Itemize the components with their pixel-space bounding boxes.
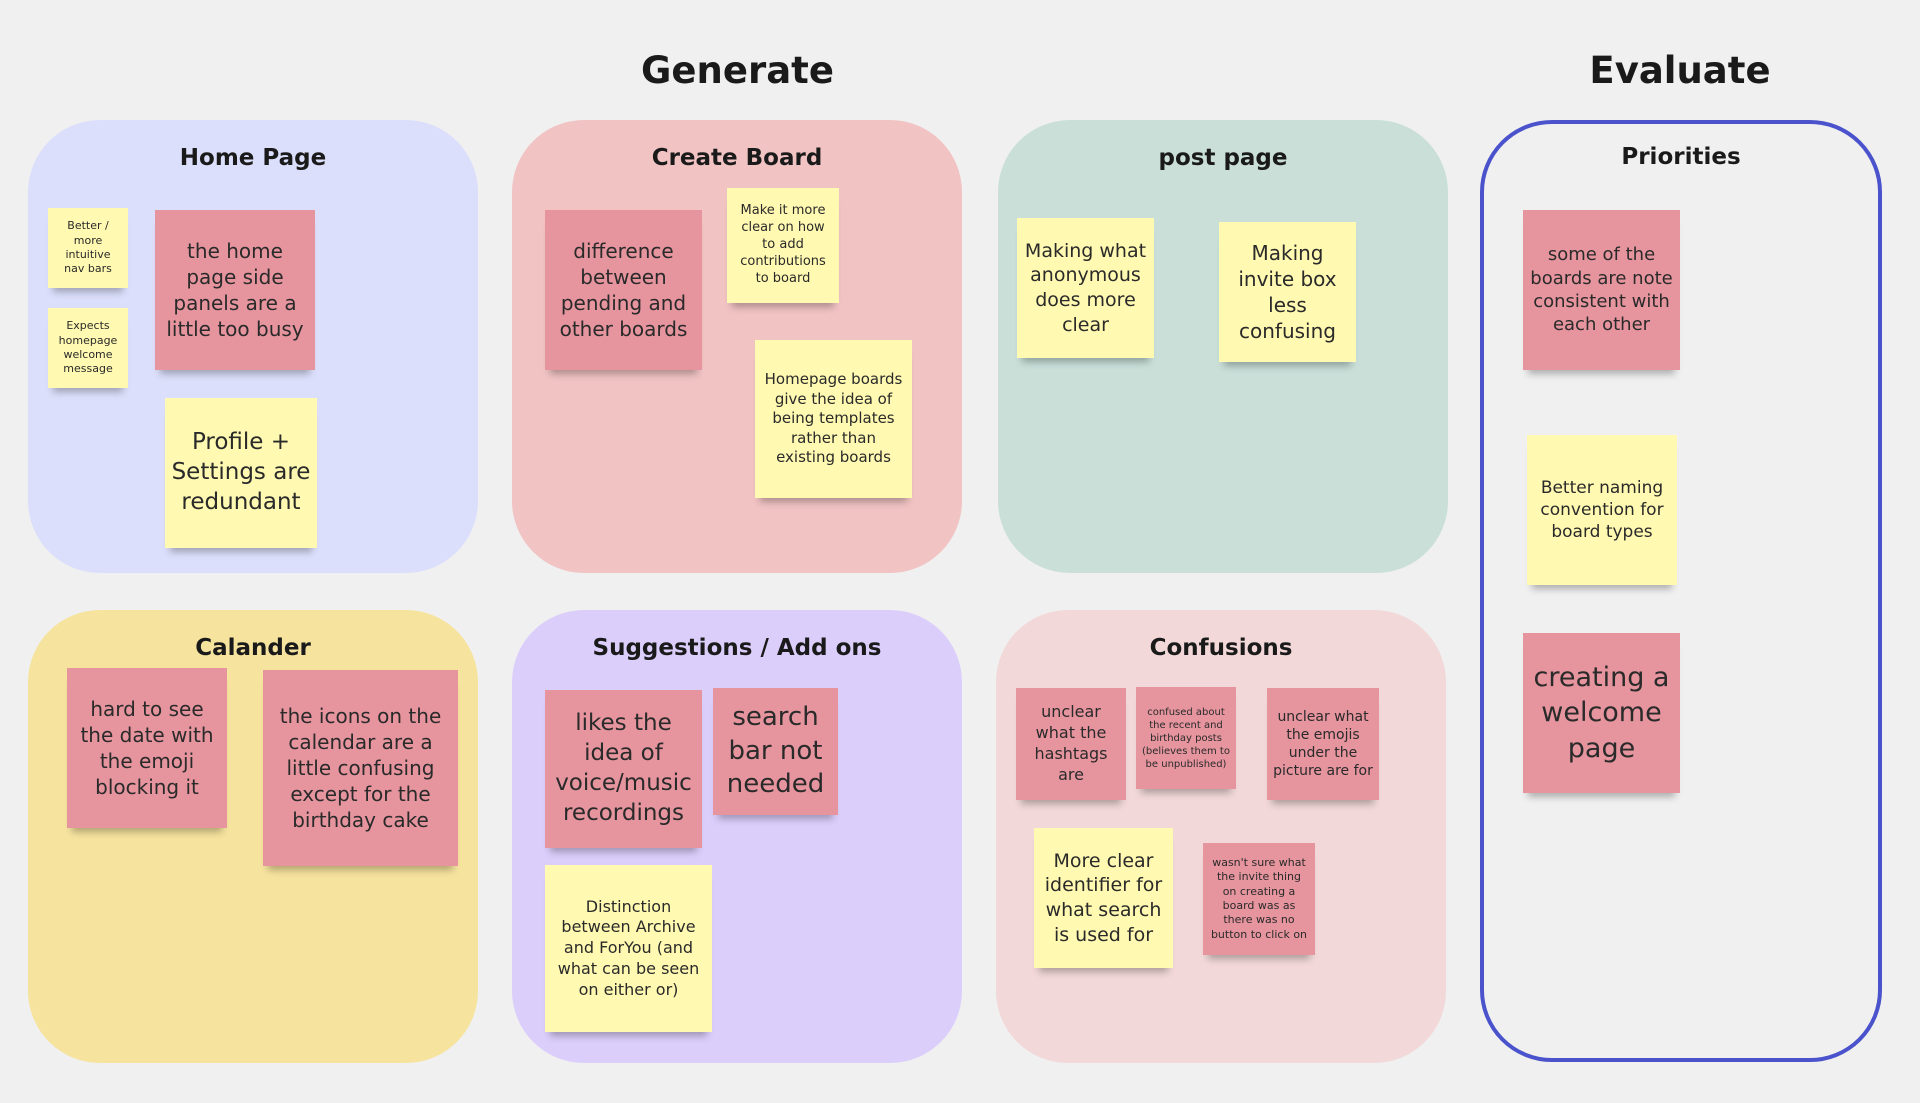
- sticky-note[interactable]: Better naming convention for board types: [1527, 435, 1677, 585]
- note-text: search bar not needed: [726, 701, 825, 800]
- note-text: Expects homepage welcome message: [58, 319, 118, 376]
- cluster-title: Suggestions / Add ons: [592, 635, 882, 661]
- note-text: unclear what the hashtags are: [1034, 702, 1108, 784]
- cluster-title: post page: [1158, 145, 1288, 171]
- generate-heading: Generate: [641, 49, 834, 92]
- sticky-note[interactable]: Profile + Settings are redundant: [165, 398, 317, 548]
- evaluate-heading: Evaluate: [1589, 49, 1771, 92]
- note-text: Homepage boards give the idea of being t…: [764, 370, 903, 467]
- sticky-note[interactable]: Expects homepage welcome message: [48, 308, 128, 388]
- sticky-note[interactable]: Making invite box less confusing: [1219, 222, 1356, 362]
- sticky-note[interactable]: difference between pending and other boa…: [545, 210, 702, 370]
- note-text: difference between pending and other boa…: [559, 239, 688, 341]
- sticky-note[interactable]: wasn't sure what the invite thing on cre…: [1203, 843, 1315, 955]
- cluster-title: Create Board: [651, 145, 823, 171]
- sticky-note[interactable]: search bar not needed: [713, 688, 838, 815]
- note-text: Making invite box less confusing: [1238, 241, 1337, 343]
- note-text: Profile + Settings are redundant: [171, 429, 311, 515]
- sticky-note[interactable]: hard to see the date with the emoji bloc…: [67, 668, 227, 828]
- cluster-title: Priorities: [1621, 144, 1741, 170]
- note-text: More clear identifier for what search is…: [1044, 849, 1163, 946]
- sticky-note[interactable]: unclear what the emojis under the pictur…: [1267, 688, 1379, 800]
- sticky-note[interactable]: Distinction between Archive and ForYou (…: [545, 865, 712, 1032]
- note-text: confused about the recent and birthday p…: [1142, 706, 1230, 770]
- sticky-note[interactable]: the icons on the calendar are a little c…: [263, 670, 458, 866]
- note-text: creating a welcome page: [1533, 662, 1670, 764]
- note-text: unclear what the emojis under the pictur…: [1273, 708, 1373, 780]
- note-text: Make it more clear on how to add contrib…: [740, 203, 826, 286]
- note-text: hard to see the date with the emoji bloc…: [80, 697, 214, 799]
- sticky-note[interactable]: More clear identifier for what search is…: [1034, 828, 1173, 968]
- sticky-note[interactable]: unclear what the hashtags are: [1016, 688, 1126, 800]
- cluster-title: Home Page: [179, 145, 327, 171]
- sticky-note[interactable]: likes the idea of voice/music recordings: [545, 690, 702, 848]
- sticky-note[interactable]: the home page side panels are a little t…: [155, 210, 315, 370]
- note-text: some of the boards are note consistent w…: [1530, 244, 1673, 336]
- sticky-note[interactable]: some of the boards are note consistent w…: [1523, 210, 1680, 370]
- note-text: the home page side panels are a little t…: [166, 239, 304, 341]
- note-text: Better / more intuitive nav bars: [64, 219, 112, 276]
- sticky-note[interactable]: creating a welcome page: [1523, 633, 1680, 793]
- sticky-note[interactable]: Homepage boards give the idea of being t…: [755, 340, 912, 498]
- note-text: wasn't sure what the invite thing on cre…: [1210, 856, 1308, 941]
- note-text: Better naming convention for board types: [1540, 477, 1664, 543]
- cluster-title: Confusions: [1149, 635, 1293, 661]
- note-text: likes the idea of voice/music recordings: [555, 710, 692, 826]
- note-text: the icons on the calendar are a little c…: [279, 704, 442, 832]
- sticky-note[interactable]: Making what anonymous does more clear: [1017, 218, 1154, 358]
- sticky-note[interactable]: Make it more clear on how to add contrib…: [727, 188, 839, 303]
- note-text: Making what anonymous does more clear: [1024, 239, 1147, 336]
- sticky-note[interactable]: Better / more intuitive nav bars: [48, 208, 128, 288]
- sticky-note[interactable]: confused about the recent and birthday p…: [1136, 687, 1236, 789]
- cluster-title: Calander: [195, 635, 311, 661]
- note-text: Distinction between Archive and ForYou (…: [557, 896, 700, 999]
- cluster-priorities[interactable]: Priorities: [1480, 120, 1882, 1062]
